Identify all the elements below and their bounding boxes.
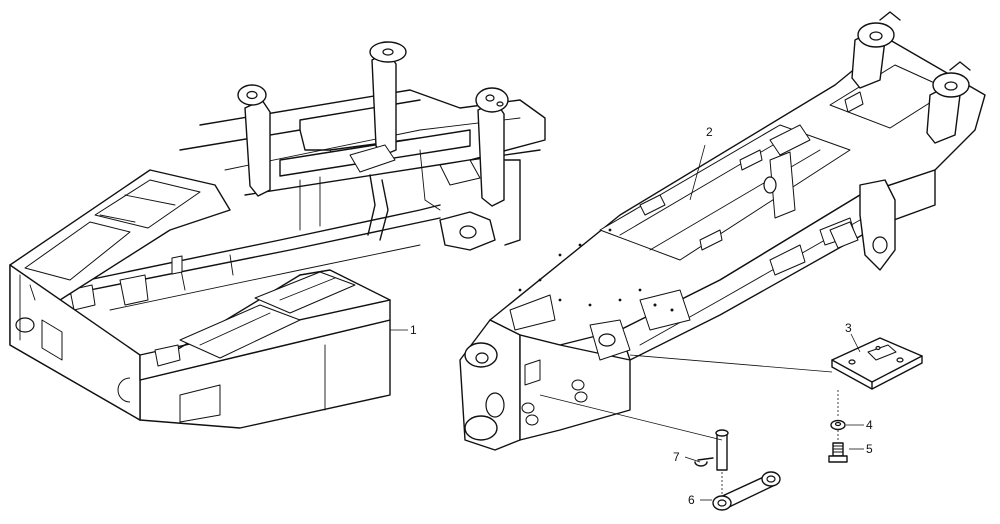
callout-5: 5 — [866, 442, 873, 456]
washer-drawing — [830, 419, 846, 431]
front-frame-drawing — [459, 11, 986, 451]
callout-labels: 1 2 3 4 5 6 7 — [410, 125, 873, 507]
cover-plate-drawing — [831, 337, 923, 390]
rear-frame-counterweight-drawing — [9, 41, 546, 429]
callout-3: 3 — [845, 321, 852, 335]
link-arm-drawing — [712, 471, 781, 511]
callout-6: 6 — [688, 493, 695, 507]
bolt-drawing — [828, 442, 848, 463]
pin-drawing — [694, 429, 729, 471]
callout-4: 4 — [866, 418, 873, 432]
leader-lines — [390, 144, 864, 501]
callout-2: 2 — [706, 125, 713, 139]
callout-1: 1 — [410, 323, 417, 337]
callout-7: 7 — [673, 450, 680, 464]
